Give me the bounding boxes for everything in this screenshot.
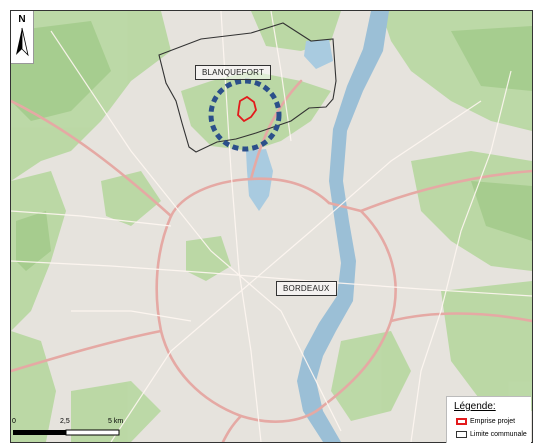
legend-swatch-limite <box>456 431 467 438</box>
map-canvas: BLANQUEFORT BORDEAUX <box>10 10 533 443</box>
place-label-blanquefort: BLANQUEFORT <box>195 65 272 80</box>
map-image <box>11 11 532 442</box>
forest-areas <box>11 21 532 271</box>
main-roads <box>11 79 532 442</box>
legend-label-limite: Limite communale <box>470 431 527 438</box>
north-arrow-icon <box>16 27 29 57</box>
north-letter: N <box>18 14 26 25</box>
scale-bar-graphic <box>13 429 120 436</box>
legend-label-emprise: Emprise projet <box>470 418 516 425</box>
legend-item-limite: Limite communale <box>456 430 527 439</box>
place-label-bordeaux: BORDEAUX <box>276 281 337 296</box>
scale-bar: 0 2,5 5 km <box>12 418 147 442</box>
garonne-river <box>297 11 389 442</box>
map-legend: Légende: Emprise projet Limite communale <box>446 396 531 443</box>
scale-tick-0: 0 <box>12 418 16 425</box>
water-bodies <box>246 39 333 211</box>
project-highlight-circle <box>208 78 282 152</box>
scale-tick-5km: 5 km <box>108 418 124 425</box>
scale-tick-2-5: 2,5 <box>60 418 70 425</box>
commune-boundary <box>158 22 337 153</box>
project-emprise-outline <box>237 95 257 123</box>
north-arrow: N <box>11 11 34 64</box>
legend-swatch-emprise <box>456 418 467 425</box>
legend-item-emprise: Emprise projet <box>456 417 515 426</box>
legend-title: Légende: <box>454 401 496 412</box>
